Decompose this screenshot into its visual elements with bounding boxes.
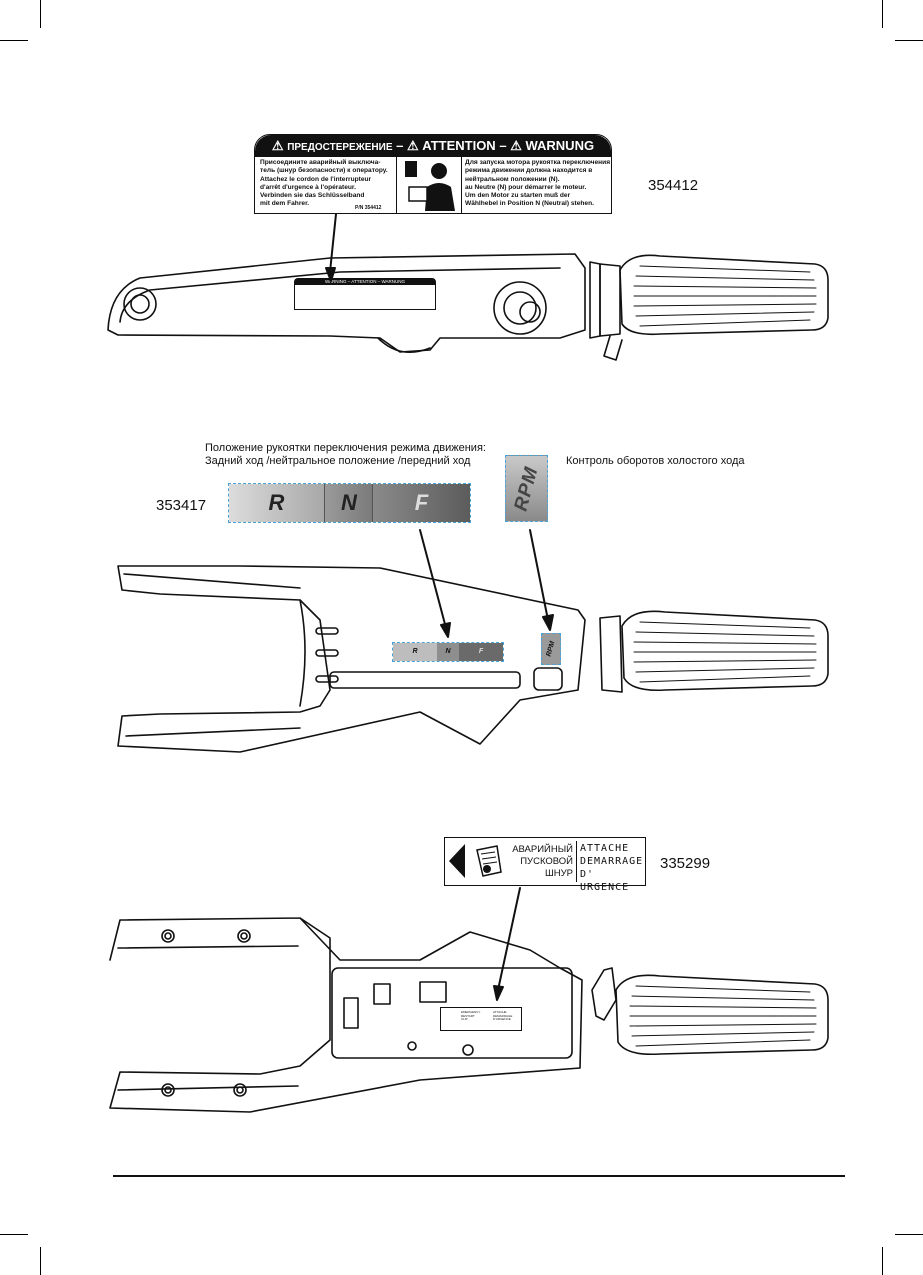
mini-rpm-label: RPM: [541, 633, 561, 665]
divider: [576, 841, 577, 882]
emergency-clip-label: АВАРИЙНЫЙ ПУСКОВОЙ ШНУР ATTACHE DEMARRAG…: [444, 837, 646, 893]
tiller-side-view: [107, 253, 829, 361]
operator-pictogram-icon: [396, 157, 462, 213]
crop-mark: [895, 1234, 923, 1235]
rpm-caption: Контроль оборотов холостого хода: [566, 455, 745, 467]
warning-triangle-icon: ⚠: [271, 138, 284, 153]
warning-header: ⚠ ПРЕДОСТЕРЕЖЕНИЕ – ⚠ ATTENTION – ⚠ WARN…: [255, 135, 611, 157]
crop-mark: [882, 0, 883, 28]
rpm-label-text: RPM: [510, 463, 543, 513]
part-number-354412: 354412: [648, 177, 699, 194]
warning-part-ref: P/N 354412: [355, 205, 382, 211]
warning-label: ⚠ ПРЕДОСТЕРЕЖЕНИЕ – ⚠ ATTENTION – ⚠ WARN…: [254, 134, 612, 214]
warning-header-en: ATTENTION: [422, 138, 496, 153]
gear-position-label: R N F: [228, 483, 471, 523]
crop-mark: [882, 1247, 883, 1275]
mini-warning-label: WARNING – ATTENTION – WARNUNG: [294, 278, 436, 310]
footer-rule: [113, 1175, 845, 1177]
part-number-335299: 335299: [660, 855, 711, 872]
gear-caption: Положение рукоятки переключения режима д…: [205, 442, 486, 467]
crop-mark: [0, 1234, 28, 1235]
crop-mark: [40, 0, 41, 28]
gear-segment-neutral: N: [324, 484, 373, 522]
gear-segment-reverse: R: [229, 484, 324, 522]
lanyard-clip-icon: [476, 845, 502, 877]
warning-left-text: Присоедините аварийный выключа- тель (шн…: [260, 159, 388, 208]
mini-emergency-label: EMERGENCY RESTART CLIP ATTACHE DEMARRAGE…: [440, 1007, 522, 1031]
gear-segment-forward: F: [372, 484, 470, 522]
mini-gear-label: R N F: [392, 642, 504, 662]
warning-header-de: WARNUNG: [525, 138, 595, 153]
crop-mark: [40, 1247, 41, 1275]
warning-triangle-icon: ⚠: [407, 138, 419, 153]
emergency-clip-cyrillic: АВАРИЙНЫЙ ПУСКОВОЙ ШНУР: [512, 844, 573, 879]
warning-right-text: Для запуска мотора рукоятка переключения…: [465, 159, 611, 208]
warning-triangle-icon: ⚠: [510, 138, 522, 153]
rpm-label: RPM: [505, 455, 548, 522]
crop-mark: [895, 40, 923, 41]
warning-header-ru: ПРЕДОСТЕРЕЖЕНИЕ: [287, 142, 393, 153]
part-number-353417: 353417: [156, 497, 207, 514]
arrow-left-icon: [449, 844, 465, 878]
crop-mark: [0, 40, 28, 41]
emergency-clip-french: ATTACHE DEMARRAGE D' URGENCE: [580, 843, 644, 893]
